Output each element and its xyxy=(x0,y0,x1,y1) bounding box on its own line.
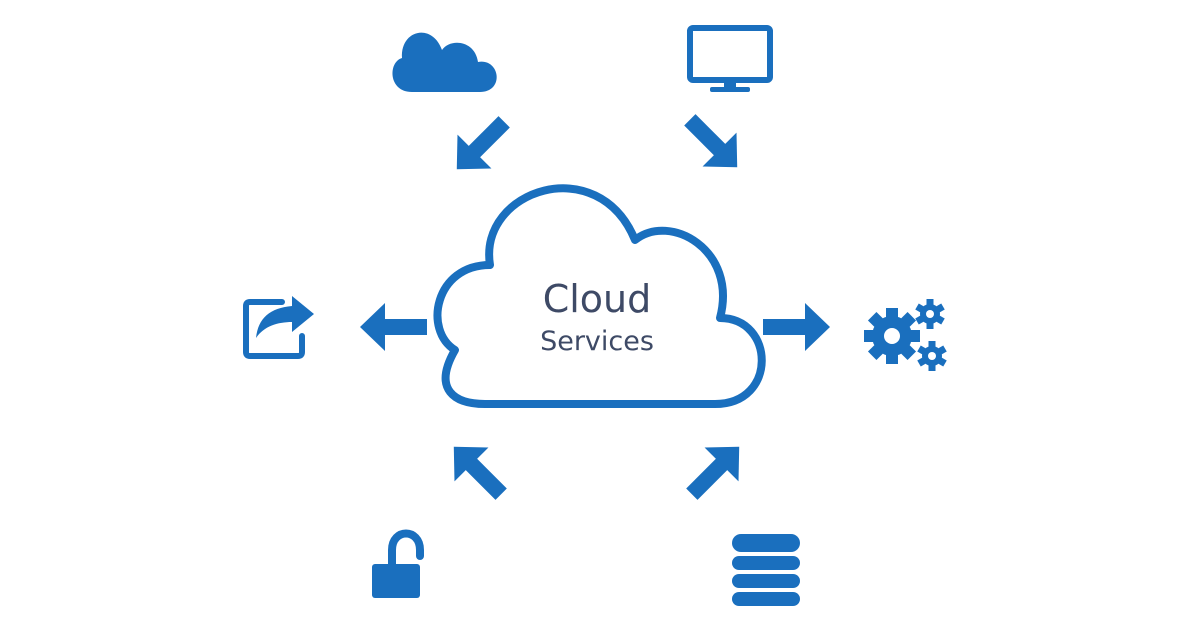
unlock-icon xyxy=(372,529,424,598)
arrow-right xyxy=(763,303,830,351)
arrow-up-right xyxy=(684,114,738,168)
center-cloud-outline xyxy=(433,184,766,408)
center-subtitle: Services xyxy=(540,326,654,357)
arrow-down-left xyxy=(453,446,507,500)
center-cloud: Cloud Services xyxy=(433,184,766,408)
arrow-up-left xyxy=(456,116,510,170)
share-icon xyxy=(243,296,314,359)
cloud-icon xyxy=(392,32,497,92)
gears-icon xyxy=(864,299,947,371)
center-title: Cloud xyxy=(543,277,652,321)
arrow-left xyxy=(360,303,427,351)
database-icon xyxy=(732,534,800,606)
arrow-down-right xyxy=(686,446,740,500)
monitor-icon xyxy=(687,25,773,92)
